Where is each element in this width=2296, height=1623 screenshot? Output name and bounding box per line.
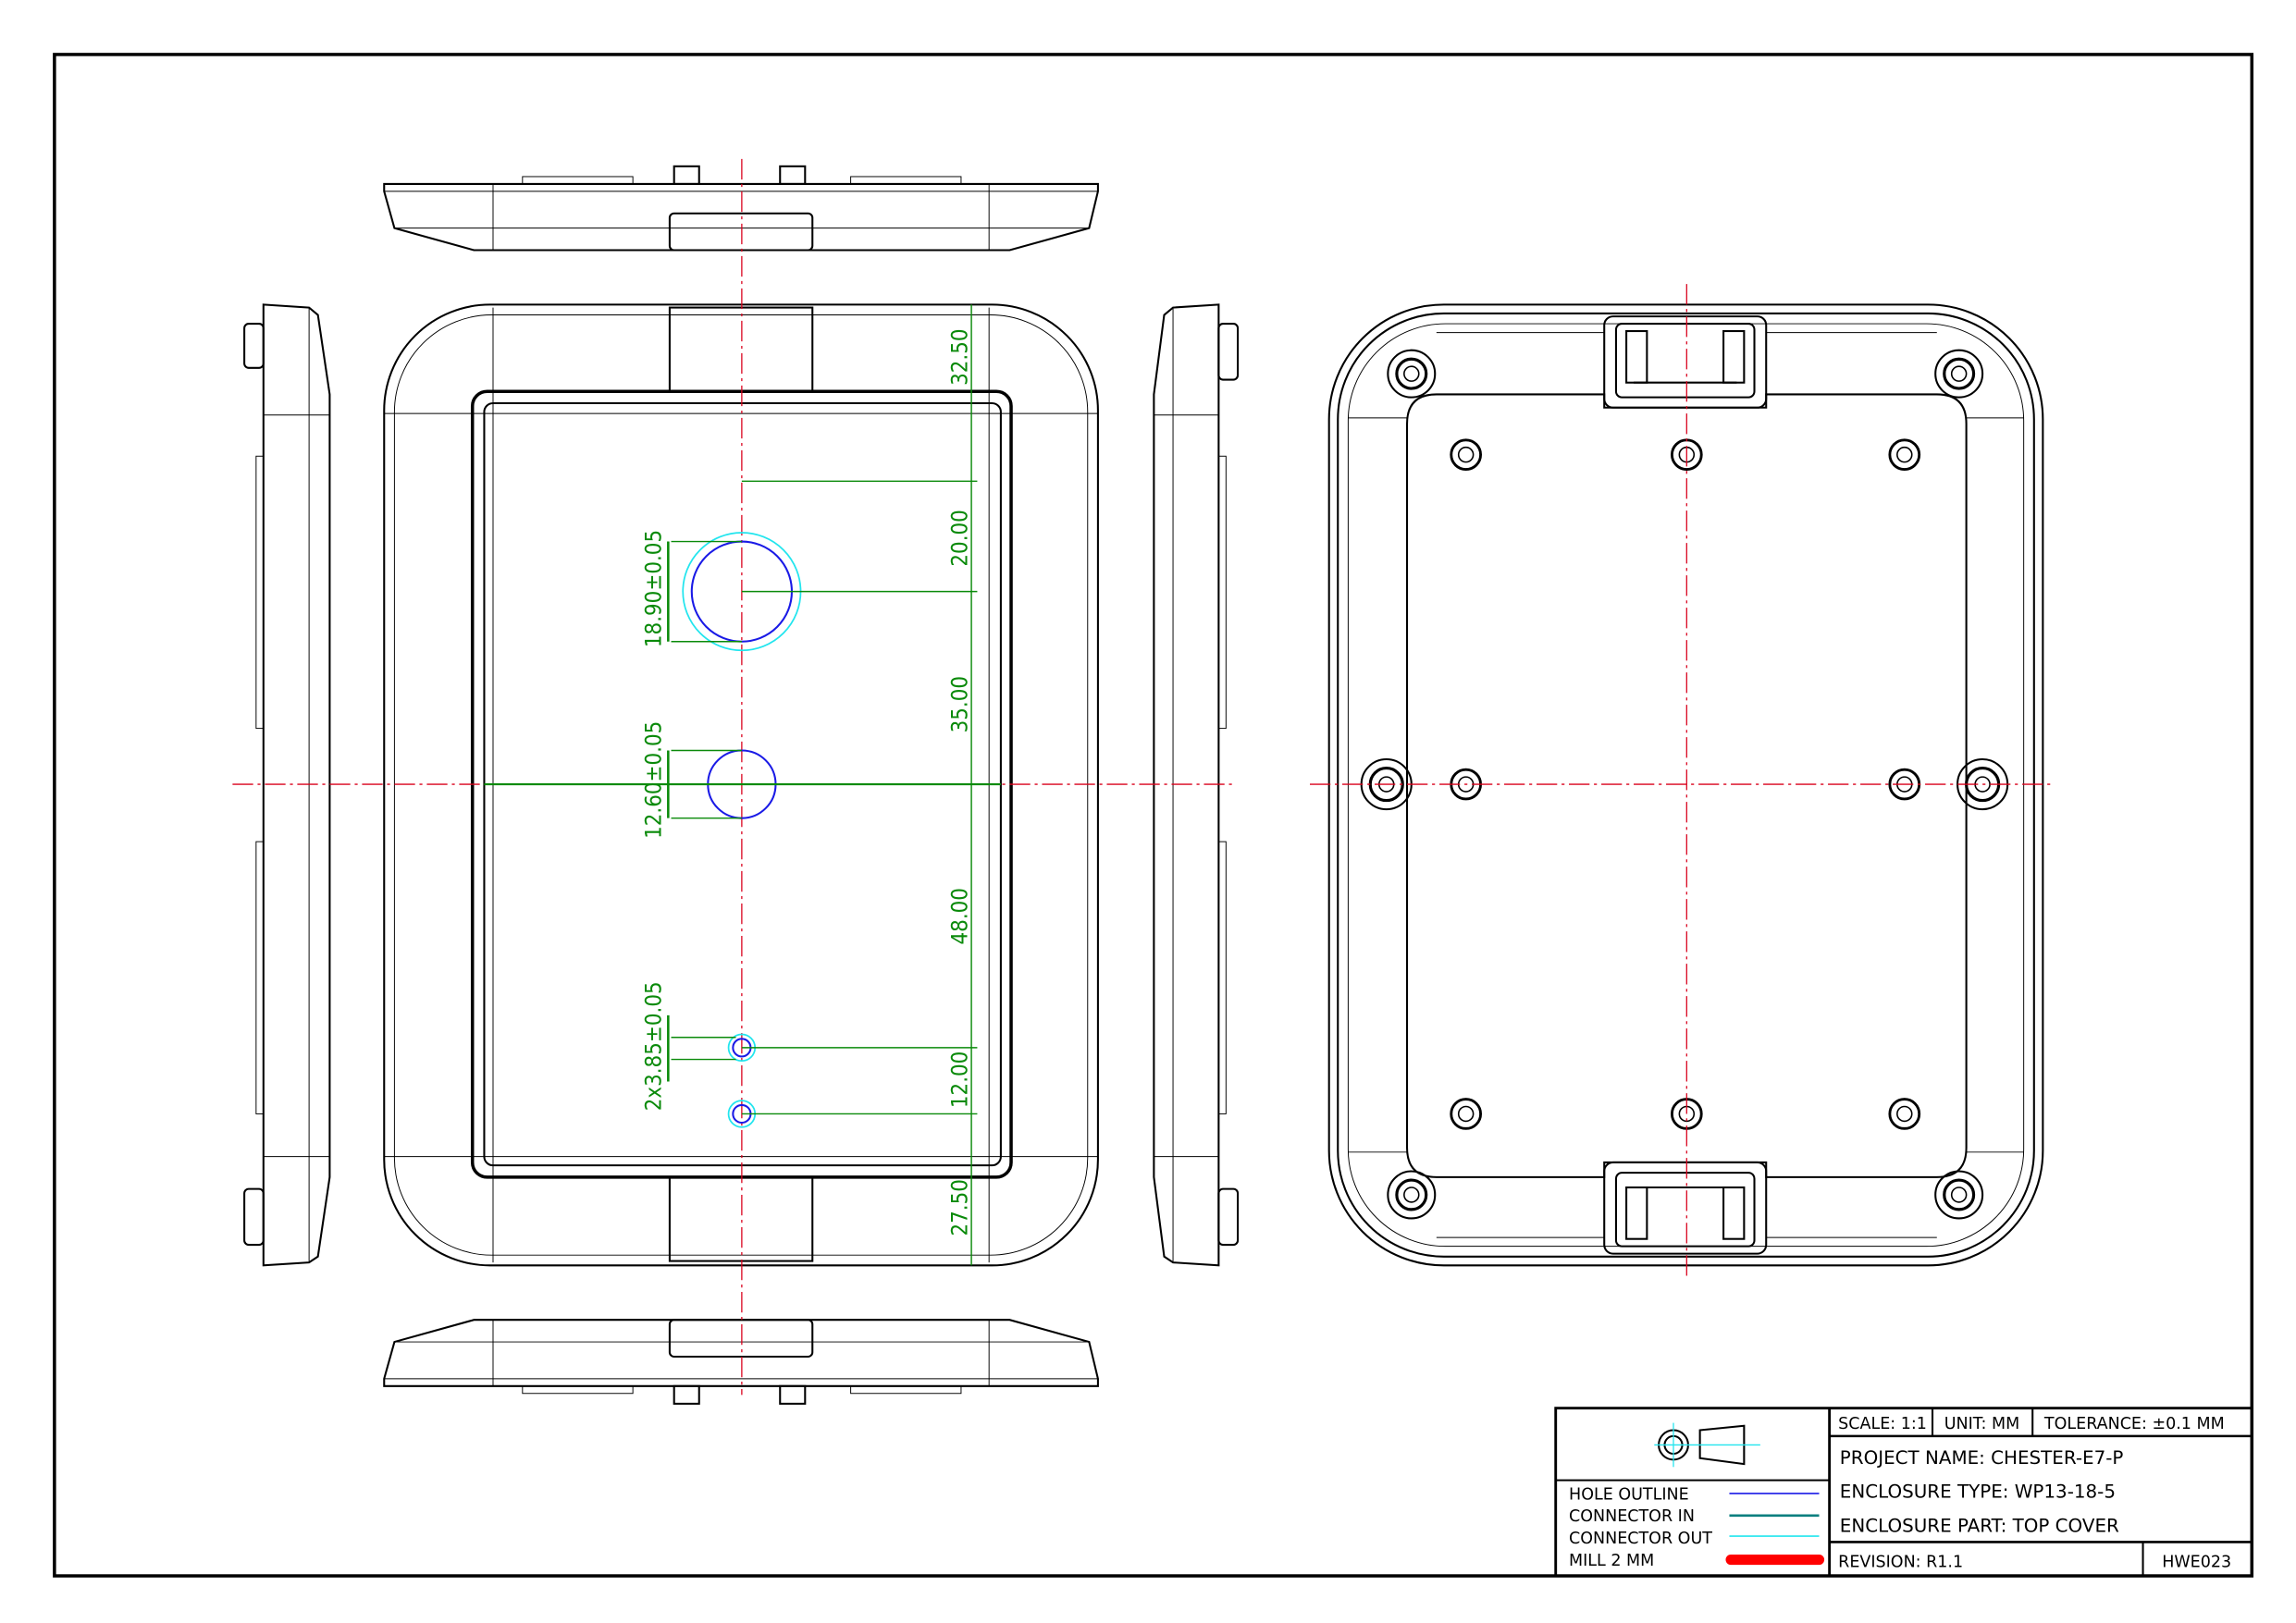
dimension-labels: 32.50 20.00 35.00 48.00 12.00 27.50 18.9… xyxy=(640,328,972,1236)
legend-hole-outline: HOLE OUTLINE xyxy=(1569,1485,1689,1504)
top-tab xyxy=(668,306,814,393)
enclosure-part: ENCLOSURE PART: TOP COVER xyxy=(1840,1515,2119,1536)
right-side-view xyxy=(1153,303,1240,1267)
mounting-posts xyxy=(1450,438,1921,1130)
top-profile-view xyxy=(383,165,1099,252)
tolerance-label: TOLERANCE: ±0.1 MM xyxy=(2043,1415,2225,1433)
unit-label: UNIT: MM xyxy=(1944,1415,2019,1433)
latch-bottom xyxy=(1603,1161,1768,1255)
dim-hole-medium: 12.60±0.05 xyxy=(640,721,666,839)
sheet-border xyxy=(53,53,2254,1578)
dim-hole-large: 18.90±0.05 xyxy=(640,530,666,647)
enclosure-type: ENCLOSURE TYPE: WP13-18-5 xyxy=(1840,1482,2116,1503)
scale-label: SCALE: 1:1 xyxy=(1838,1415,1927,1433)
revision: REVISION: R1.1 xyxy=(1838,1553,1963,1571)
legend-mill: MILL 2 MM xyxy=(1569,1552,1654,1570)
dim-27-50: 27.50 xyxy=(946,1179,972,1236)
dim-32-50: 32.50 xyxy=(946,328,972,385)
dim-12-00: 12.00 xyxy=(946,1051,972,1108)
dim-hole-small: 2x3.85±0.05 xyxy=(640,981,666,1111)
left-side-view xyxy=(243,303,331,1267)
dimension-lines xyxy=(484,304,1001,1266)
project-name: PROJECT NAME: CHESTER-E7-P xyxy=(1840,1447,2124,1469)
dim-48-00: 48.00 xyxy=(946,888,972,944)
title-block: HOLE OUTLINE CONNECTOR IN CONNECTOR OUT … xyxy=(1554,1407,2253,1578)
drawing-id: HWE023 xyxy=(2162,1553,2231,1571)
dim-35-00: 35.00 xyxy=(946,676,972,732)
dim-20-00: 20.00 xyxy=(946,510,972,566)
bottom-profile-view xyxy=(383,1319,1099,1405)
bottom-tab xyxy=(668,1175,814,1262)
legend-connector-out: CONNECTOR OUT xyxy=(1569,1530,1712,1548)
back-view xyxy=(1327,303,2044,1267)
legend-connector-in: CONNECTOR IN xyxy=(1569,1507,1695,1526)
latch-top xyxy=(1603,315,1768,409)
projection-symbol-icon xyxy=(1654,1422,1760,1468)
